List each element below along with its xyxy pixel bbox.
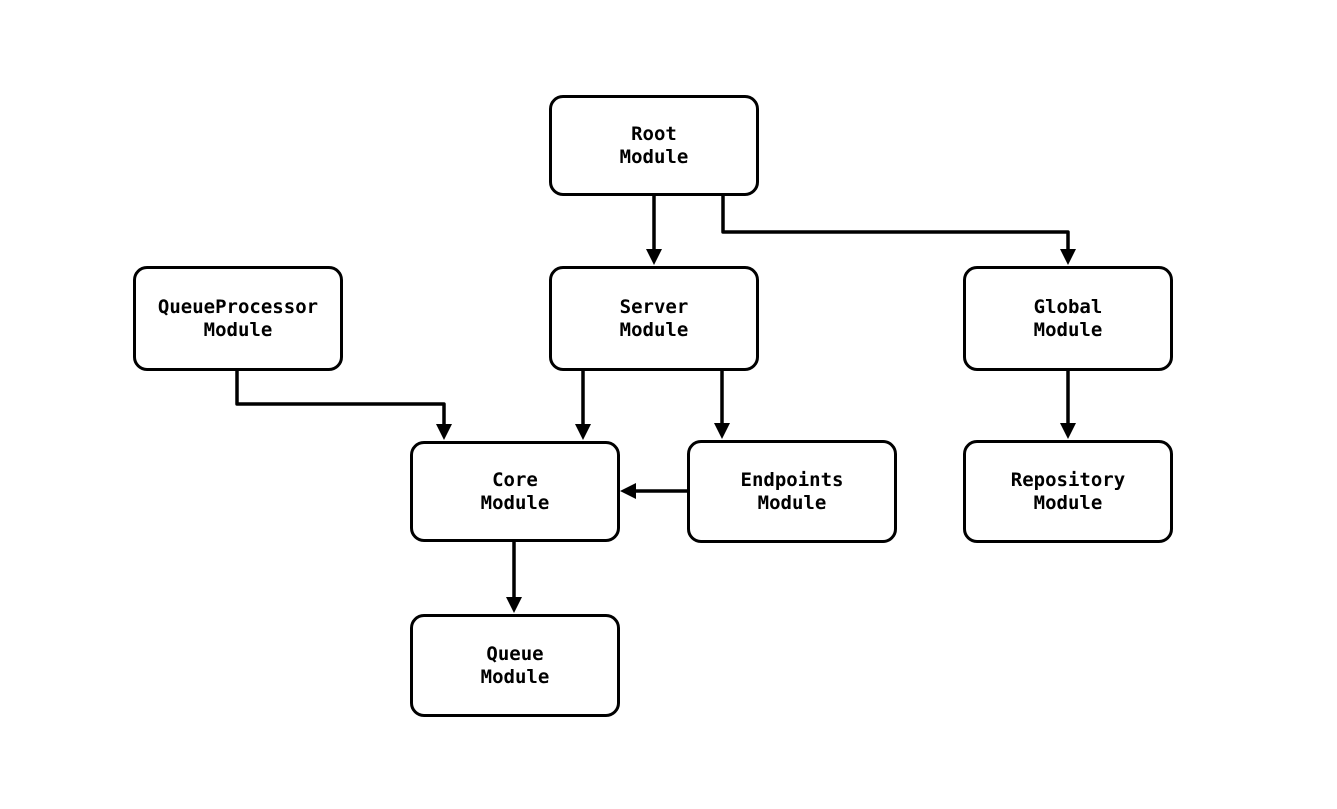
node-label-queueprocessor: QueueProcessor Module — [157, 295, 319, 341]
arrowhead-endpoints-to-core — [620, 483, 636, 499]
node-queueprocessor[interactable]: QueueProcessor Module — [133, 266, 343, 371]
arrowhead-server-to-endpoints — [714, 423, 730, 439]
node-root[interactable]: Root Module — [549, 95, 759, 196]
node-label-server: Server Module — [619, 295, 689, 341]
arrow-heads — [436, 249, 1076, 613]
arrowhead-root-to-server — [646, 249, 662, 265]
arrowhead-queueprocessor-to-core — [436, 424, 452, 440]
node-label-endpoints: Endpoints Module — [740, 468, 844, 514]
node-endpoints[interactable]: Endpoints Module — [687, 440, 897, 543]
arrowhead-root-to-global — [1060, 249, 1076, 265]
node-queue[interactable]: Queue Module — [410, 614, 620, 717]
edge-root-to-global — [721, 196, 1070, 253]
node-global[interactable]: Global Module — [963, 266, 1173, 371]
node-label-repository: Repository Module — [1010, 468, 1126, 514]
edge-paths — [235, 196, 1070, 601]
arrowhead-global-to-repository — [1060, 423, 1076, 439]
node-repository[interactable]: Repository Module — [963, 440, 1173, 543]
node-server[interactable]: Server Module — [549, 266, 759, 371]
node-label-global: Global Module — [1033, 295, 1103, 341]
node-core[interactable]: Core Module — [410, 441, 620, 542]
node-label-core: Core Module — [480, 468, 550, 514]
node-label-queue: Queue Module — [480, 642, 550, 688]
arrowhead-server-to-core — [575, 424, 591, 440]
edge-queueprocessor-to-core — [235, 371, 446, 428]
arrowhead-core-to-queue — [506, 597, 522, 613]
node-label-root: Root Module — [619, 122, 689, 168]
